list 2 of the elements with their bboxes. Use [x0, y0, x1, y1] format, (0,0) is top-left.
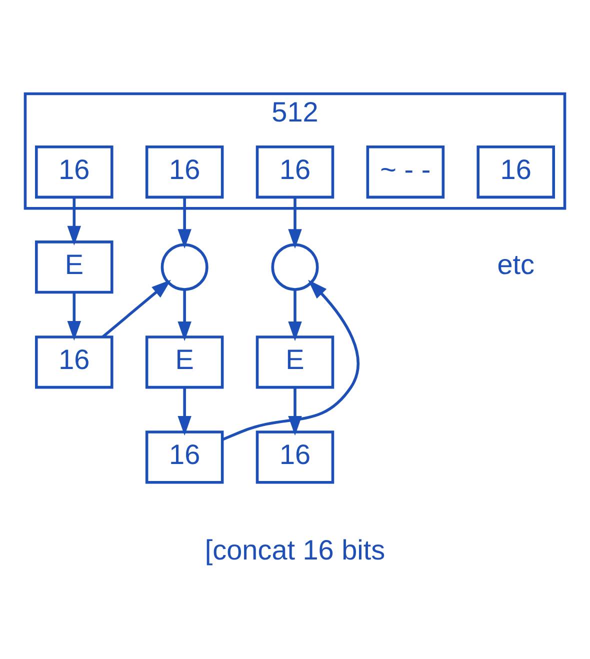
label: [concat 16 bits — [204, 534, 386, 565]
label: etc — [497, 248, 534, 280]
